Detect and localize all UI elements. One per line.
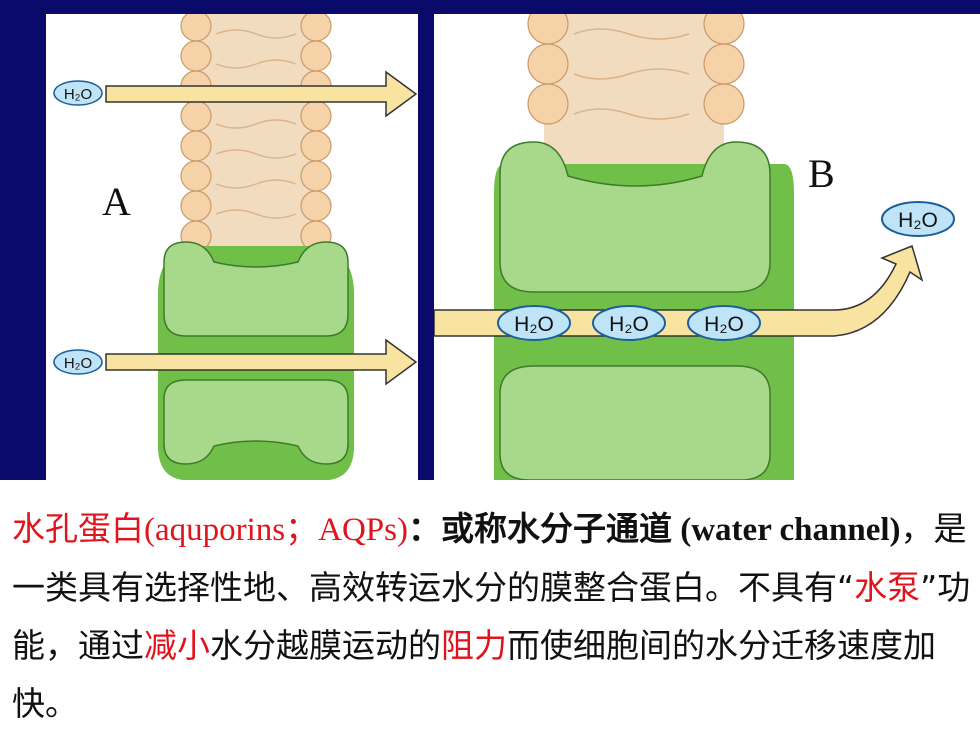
caption-part: ”功能，通过 xyxy=(12,568,971,665)
caption-part: ：或称 xyxy=(407,509,507,548)
svg-text:H₂O: H₂O xyxy=(704,313,744,336)
caption-highlight: 阻力 xyxy=(441,626,507,665)
svg-text:H₂O: H₂O xyxy=(609,313,649,336)
caption-term-en: (aquporins；AQPs) xyxy=(144,512,408,548)
caption-alias: 水分子通道 xyxy=(506,509,672,548)
svg-text:H₂O: H₂O xyxy=(898,209,938,232)
caption-part: 水分越膜运动的 xyxy=(210,626,441,665)
diagram-a: H₂O H₂O xyxy=(53,14,418,480)
panel-label-b: B xyxy=(808,151,835,196)
water-arrow-top xyxy=(105,70,418,118)
svg-text:H₂O: H₂O xyxy=(64,86,92,103)
h2o-bubble-b-3: H₂O xyxy=(687,305,761,341)
aquaporin-protein-b xyxy=(494,141,794,480)
caption-term: 水孔蛋白 xyxy=(12,509,144,548)
panel-label-a: A xyxy=(102,179,131,224)
h2o-bubble-a-bottom: H₂O xyxy=(53,349,103,375)
panel-a: H₂O H₂O A xyxy=(46,14,418,480)
caption-alias-en: (water channel) xyxy=(671,512,901,548)
panel-b: H₂O H₂O H₂O H₂O B xyxy=(434,14,980,480)
lipid-bilayer-b xyxy=(527,14,745,480)
caption-highlight: 减小 xyxy=(144,626,210,665)
h2o-bubble-a-top: H₂O xyxy=(53,80,103,106)
diagram-b: H₂O H₂O H₂O H₂O xyxy=(434,14,955,480)
h2o-bubble-b-out: H₂O xyxy=(881,201,955,237)
caption-part: 而使细胞间的水分迁移速度加快。 xyxy=(12,626,936,723)
svg-text:H₂O: H₂O xyxy=(514,313,554,336)
caption-part: ，是一类具有选择性地、高效转运水分的膜整合蛋白。不具有“ xyxy=(12,509,967,607)
svg-text:H₂O: H₂O xyxy=(64,355,92,372)
caption-highlight: 水泵 xyxy=(854,568,921,607)
h2o-bubble-b-2: H₂O xyxy=(592,305,666,341)
h2o-bubble-b-1: H₂O xyxy=(497,305,571,341)
water-arrow-bottom xyxy=(105,338,418,386)
caption-text: 水孔蛋白(aquporins；AQPs)：或称水分子通道 (water chan… xyxy=(12,500,972,733)
